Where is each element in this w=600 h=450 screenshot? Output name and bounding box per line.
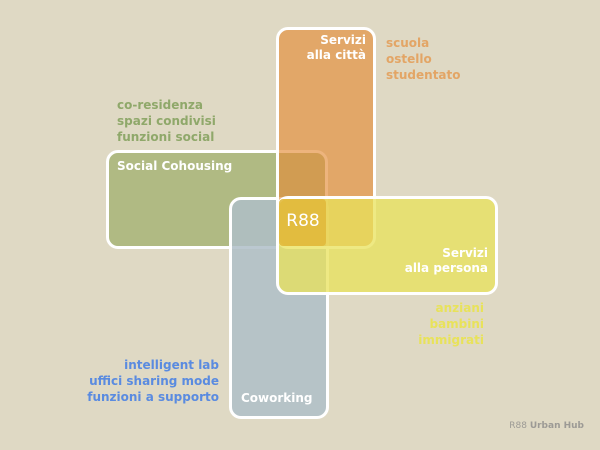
list-item: funzioni social: [117, 130, 215, 144]
list-item: studentato: [386, 68, 461, 82]
servizi-citta-title: Servizi alla città: [296, 33, 366, 63]
social-cohousing-list: co-residenza spazi condivisi funzioni so…: [117, 97, 216, 145]
list-item: co-residenza: [117, 98, 204, 112]
center-label: R88: [286, 211, 320, 231]
footer-brand: R88 Urban Hub: [509, 421, 584, 432]
footer-brand-rest: Urban Hub: [529, 421, 584, 431]
servizi-citta-list: scuola ostello studentato: [386, 35, 461, 83]
servizi-persona-title-line-1: Servizi: [442, 246, 488, 260]
center-overlap: [279, 199, 326, 246]
list-item: bambini: [429, 317, 484, 331]
servizi-citta-title-line-2: alla città: [306, 48, 366, 62]
social-cohousing-title: Social Cohousing: [117, 159, 233, 173]
coworking-title: Coworking: [241, 391, 313, 405]
list-item: funzioni a supporto: [87, 390, 219, 404]
footer-brand-name: R88: [509, 421, 527, 431]
servizi-persona-title: Servizi alla persona: [400, 246, 488, 276]
servizi-citta-title-line-1: Servizi: [320, 33, 366, 47]
servizi-persona-list: anziani bambini immigrati: [380, 300, 484, 348]
servizi-persona-title-line-2: alla persona: [404, 261, 488, 275]
list-item: immigrati: [418, 333, 484, 347]
list-item: scuola: [386, 36, 430, 50]
list-item: intelligent lab: [124, 358, 219, 372]
list-item: spazi condivisi: [117, 114, 216, 128]
list-item: ostello: [386, 52, 432, 66]
list-item: uffici sharing mode: [89, 374, 219, 388]
list-item: anziani: [435, 301, 485, 315]
coworking-list: intelligent lab uffici sharing mode funz…: [80, 357, 219, 405]
